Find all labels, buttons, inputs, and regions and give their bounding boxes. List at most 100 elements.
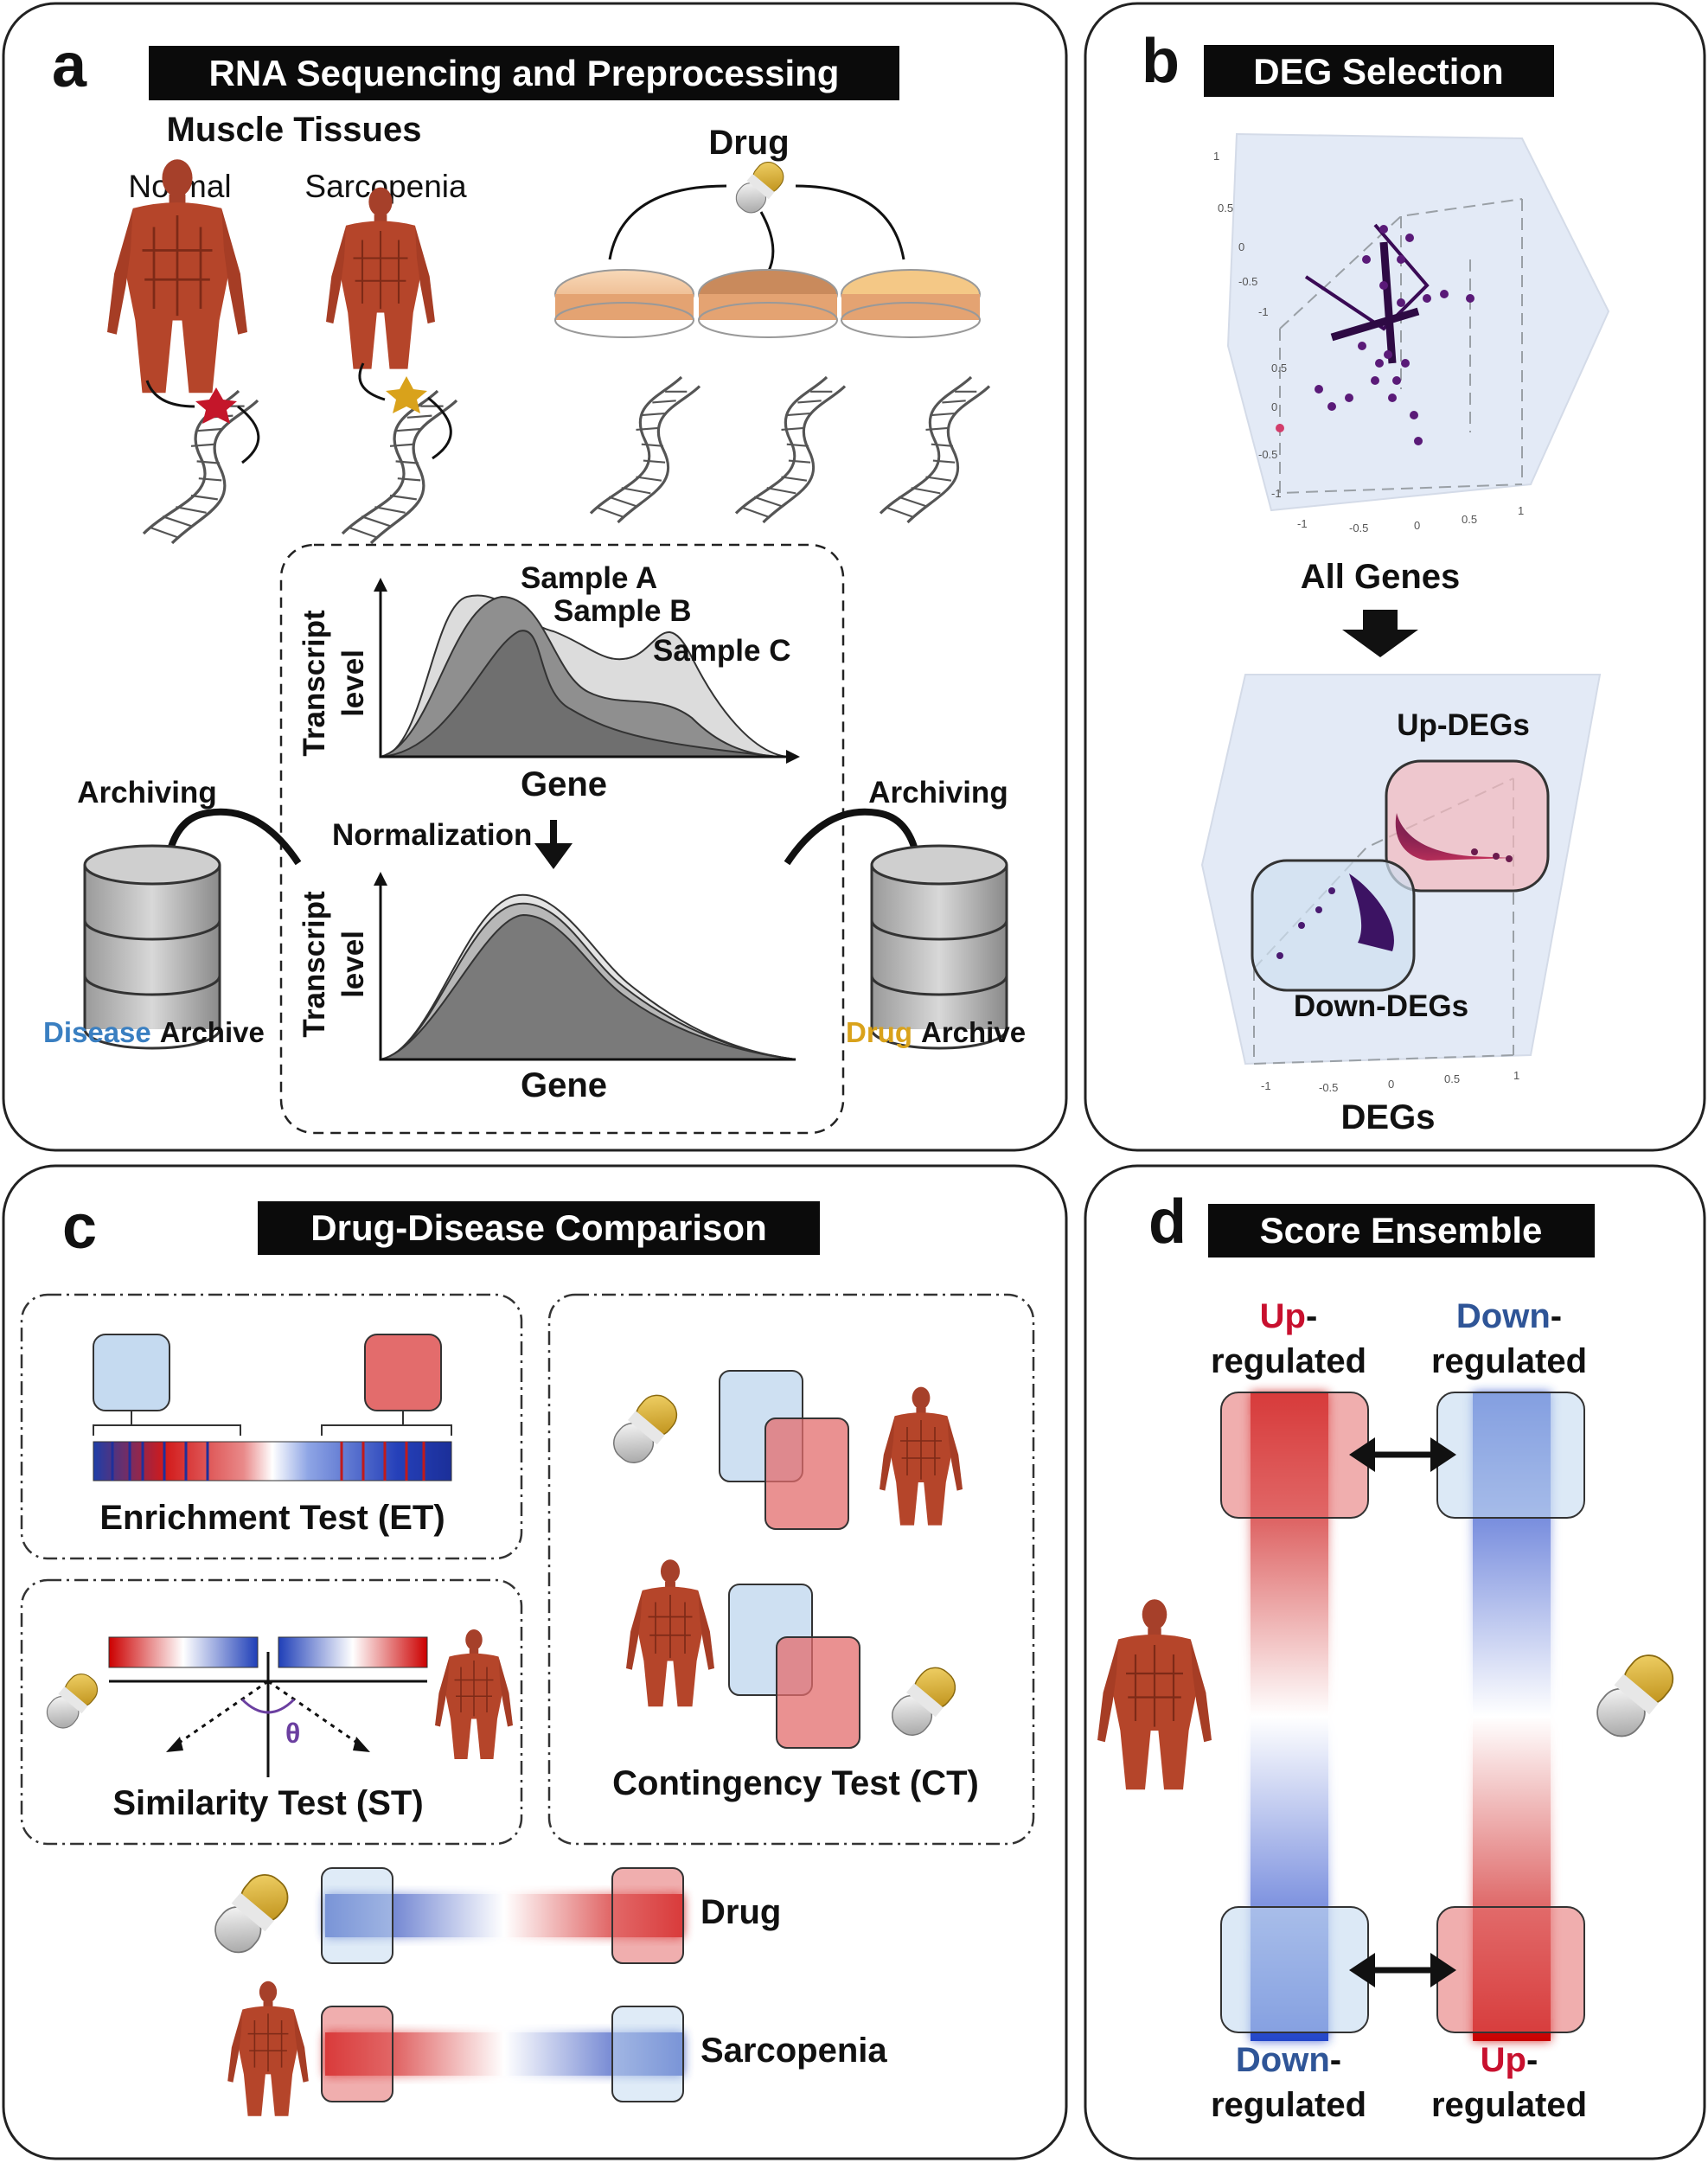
svg-text:-0.5: -0.5: [1349, 522, 1368, 534]
blue-gene-set-box: [93, 1334, 170, 1411]
left-top-label: Up-: [1260, 1297, 1318, 1335]
svg-text:0.5: 0.5: [1462, 513, 1477, 526]
all-genes-3d-plot: [1226, 132, 1610, 512]
left-bottom-regulated: regulated: [1211, 2086, 1366, 2124]
panel-a-title: RNA Sequencing and Preprocessing: [209, 53, 840, 93]
enrichment-test-label: Enrichment Test (ET): [99, 1499, 445, 1537]
curved-arrow-icon: [237, 405, 260, 464]
svg-text:0: 0: [1238, 240, 1244, 253]
petri-dish-icon: [554, 269, 694, 338]
drug-up-box: [611, 1867, 684, 1964]
arrow-head-icon: [353, 1737, 370, 1752]
sample-a-label: Sample A: [521, 561, 657, 595]
top-xlabel: Gene: [521, 765, 607, 803]
top-plot-ticks: 1 0.5 0 -0.5 -1 0.5 0 -0.5 -1 -1 -0.5 0 …: [1213, 150, 1524, 534]
drug-word: Drug: [846, 1016, 912, 1048]
petri-dish-icon: [841, 269, 981, 338]
disease-down-box: [611, 2006, 684, 2102]
right-bottom-regulated: regulated: [1431, 2086, 1587, 2124]
up-degs-box: [1385, 759, 1550, 893]
distribution-box: [279, 543, 845, 1135]
svg-text:-1: -1: [1258, 305, 1269, 318]
right-top-label: Down-: [1456, 1297, 1562, 1335]
archiving-left-label: Archiving: [77, 776, 216, 810]
all-genes-label: All Genes: [1301, 558, 1461, 596]
similarity-test-box: [20, 1578, 523, 1846]
bottom-ylabel-line1: Transcript: [297, 891, 331, 1038]
contingency-test-label: Contingency Test (CT): [612, 1764, 979, 1802]
svg-text:1: 1: [1513, 1069, 1519, 1082]
petri-dish-icon: [698, 269, 838, 338]
svg-text:0.5: 0.5: [1218, 202, 1233, 214]
degs-3d-plot: [1200, 674, 1602, 1066]
panel-a-title-bar: [149, 46, 899, 100]
disease-word: Disease: [43, 1016, 151, 1048]
red-star-icon: [195, 387, 237, 424]
svg-text:0: 0: [1414, 519, 1420, 532]
sample-b-label: Sample B: [553, 594, 692, 628]
panel-d-letter: d: [1148, 1187, 1187, 1257]
disease-set-box: [764, 1417, 849, 1530]
top-ylabel-line2: level: [336, 650, 370, 717]
bottom-xlabel: Gene: [521, 1066, 607, 1104]
svg-text:-0.5: -0.5: [1319, 1081, 1338, 1094]
drug-down-box: [321, 1867, 393, 1964]
enrichment-hit-lines: [111, 1442, 209, 1481]
drug-down-box: [1436, 1392, 1585, 1519]
drug-row-label: Drug: [700, 1893, 781, 1931]
vector-arrows: [172, 1680, 364, 1749]
down-arrow-icon: [1342, 610, 1418, 657]
sample-c-label: Sample C: [653, 634, 791, 668]
theta-symbol: θ: [285, 1718, 300, 1749]
archive-word: Archive: [921, 1016, 1026, 1048]
archive-word: Archive: [160, 1016, 265, 1048]
svg-text:-0.5: -0.5: [1258, 448, 1277, 461]
normalization-label: Normalization: [332, 818, 532, 852]
panel-b-letter: b: [1142, 27, 1180, 96]
svg-text:0.5: 0.5: [1271, 362, 1287, 374]
svg-text:0.5: 0.5: [1444, 1072, 1460, 1085]
right-top-regulated: regulated: [1431, 1342, 1587, 1380]
bracket: [93, 1411, 452, 1436]
panel-d-title-bar: [1208, 1204, 1595, 1257]
panel-a-letter: a: [52, 31, 87, 100]
curved-arrow-icon: [427, 396, 452, 460]
svg-text:0: 0: [1388, 1078, 1394, 1091]
sarcopenia-row-label: Sarcopenia: [700, 2032, 887, 2070]
drug-set-box: [776, 1636, 860, 1749]
svg-text:1: 1: [1518, 504, 1524, 517]
gold-star-icon: [386, 376, 427, 413]
drug-signature-bar: [108, 1636, 259, 1668]
svg-text:-1: -1: [1297, 517, 1308, 530]
top-ylabel-line1: Transcript: [297, 610, 331, 757]
arrow-head-icon: [166, 1737, 183, 1752]
down-arrow-head-icon: [534, 843, 573, 869]
disease-up-box: [1220, 1392, 1369, 1519]
similarity-test-label: Similarity Test (ST): [112, 1784, 423, 1822]
archiving-right-label: Archiving: [868, 776, 1008, 810]
disease-archive-label: Disease Archive: [43, 1016, 265, 1048]
bottom-distribution-plot: [374, 872, 796, 1061]
curved-arrow-icon: [358, 362, 386, 401]
drug-label: Drug: [708, 124, 789, 162]
panel-b-title: DEG Selection: [1253, 51, 1503, 92]
muscle-tissues-label: Muscle Tissues: [167, 111, 422, 149]
svg-text:-0.5: -0.5: [1238, 275, 1257, 288]
archive-arrow-icon: [784, 808, 920, 866]
bottom-ylabel-line2: level: [336, 931, 370, 998]
disease-signature-bar: [278, 1636, 428, 1668]
contingency-test-box: [547, 1293, 1035, 1846]
panel-c-title-bar: [258, 1201, 820, 1255]
curved-arrow-icon: [145, 380, 195, 408]
enrichment-heat-bar: [93, 1441, 452, 1481]
disease-down-box: [1220, 1906, 1369, 2033]
svg-text:-1: -1: [1271, 487, 1282, 500]
panel-c-title: Drug-Disease Comparison: [310, 1207, 766, 1248]
curved-arrow-icon: [608, 184, 727, 260]
panel-c-letter: c: [62, 1193, 97, 1262]
svg-text:-1: -1: [1261, 1079, 1271, 1092]
down-degs-box: [1251, 859, 1416, 992]
enrichment-test-box: [20, 1293, 523, 1560]
panel-d-title: Score Ensemble: [1260, 1210, 1543, 1251]
